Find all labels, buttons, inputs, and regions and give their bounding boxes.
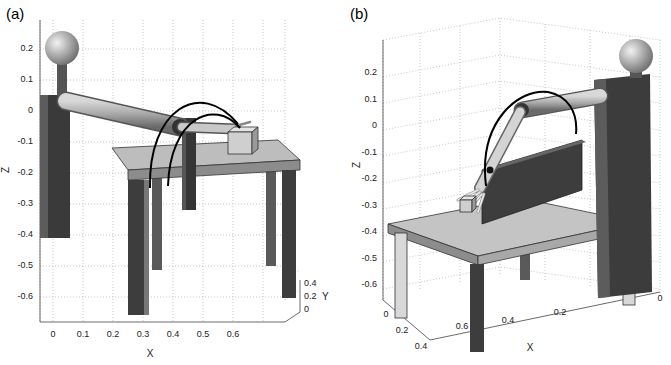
plot-axes xyxy=(383,40,660,340)
body xyxy=(594,39,653,298)
body xyxy=(40,31,79,238)
tick-label: -0.5 xyxy=(17,261,33,270)
tick-label: 0.3 xyxy=(137,330,150,339)
tick-label: -0.3 xyxy=(17,199,33,208)
tick-label: 0.4 xyxy=(502,316,515,325)
tick-label: -0.4 xyxy=(17,230,33,239)
tick-label: -0.5 xyxy=(361,254,377,263)
tick-label: 0.6 xyxy=(456,322,469,331)
tick-label: 0.1 xyxy=(364,95,377,104)
tick-label: 0.2 xyxy=(364,68,377,77)
tick-label: 0 xyxy=(50,330,55,339)
tick-label: -0.6 xyxy=(17,292,33,301)
tick-label: 0.2 xyxy=(107,330,120,339)
panel-label: (b) xyxy=(350,6,368,21)
tick-label: 0 xyxy=(372,121,377,130)
tick-label: -0.1 xyxy=(361,148,377,157)
tick-label: 0.1 xyxy=(20,75,33,84)
target-cube xyxy=(228,127,258,154)
tick-label: 0 xyxy=(304,305,309,314)
tick-label: 0.2 xyxy=(396,326,409,335)
tick-label: 0 xyxy=(383,310,388,319)
plot-axes xyxy=(40,20,300,322)
tick-label: 0.2 xyxy=(304,292,317,301)
axis-label: Z xyxy=(1,167,11,173)
tick-label: 0 xyxy=(28,106,33,115)
axis-label: Y xyxy=(322,292,329,302)
tick-label: 0.2 xyxy=(554,308,567,317)
tick-label: 0.5 xyxy=(197,330,210,339)
tick-label: 0.4 xyxy=(167,330,180,339)
arm xyxy=(458,96,600,212)
tick-label: 0.6 xyxy=(227,330,240,339)
panel-label: (a) xyxy=(6,6,24,21)
tick-label: -0.3 xyxy=(361,201,377,210)
tick-label: -0.4 xyxy=(361,227,377,236)
tick-label: -0.2 xyxy=(17,168,33,177)
tick-label: -0.6 xyxy=(361,280,377,289)
tick-label: 0.4 xyxy=(415,342,428,351)
axis-label: Z xyxy=(352,162,362,168)
tick-label: 0.1 xyxy=(77,330,90,339)
plot-grid xyxy=(40,20,300,322)
target-cube xyxy=(460,196,476,212)
tick-label: -0.2 xyxy=(361,174,377,183)
trajectory xyxy=(150,103,240,188)
tick-label: 0.2 xyxy=(20,44,33,53)
tick-label: 0 xyxy=(657,294,662,303)
tick-label: 0.4 xyxy=(304,279,317,288)
tick-label: -0.1 xyxy=(17,137,33,146)
table xyxy=(112,140,300,315)
plot-grid xyxy=(383,18,660,300)
trajectory xyxy=(485,92,576,186)
axis-label: X xyxy=(527,343,534,353)
axis-label: X xyxy=(147,349,154,359)
